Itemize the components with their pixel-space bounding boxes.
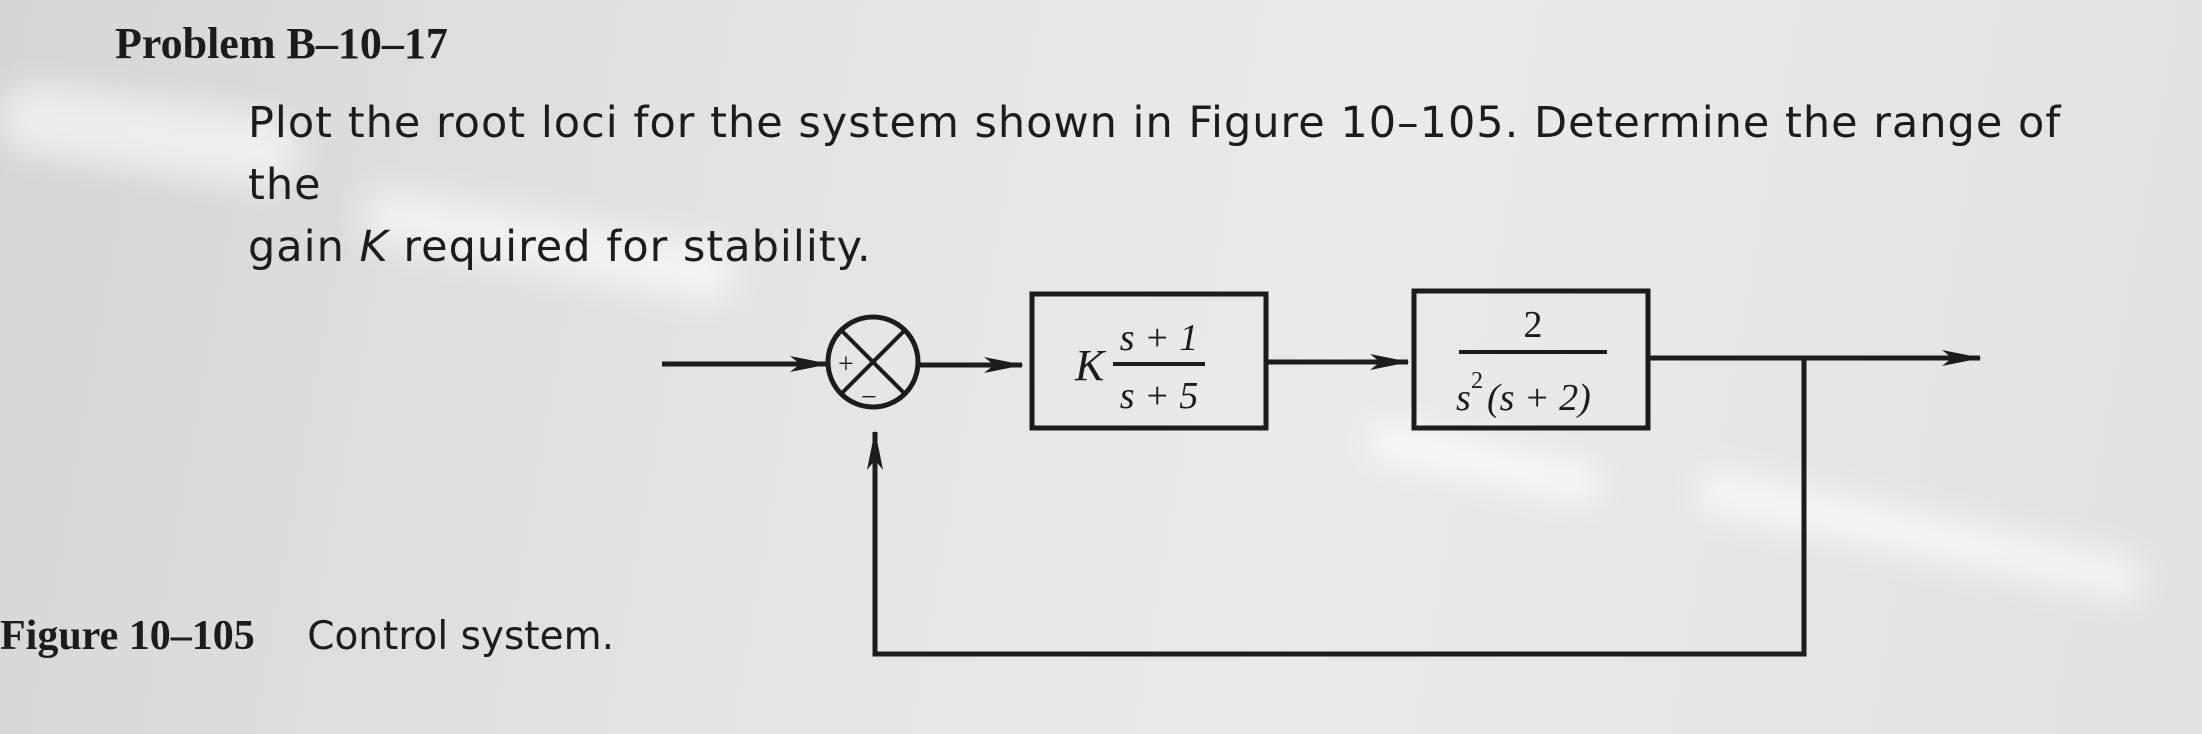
plant-denominator-exponent: 2: [1471, 368, 1483, 394]
problem-statement: Plot the root loci for the system shown …: [248, 92, 2098, 278]
figure-label: Figure 10–105: [0, 613, 255, 659]
figure-caption: Figure 10–105 Control system.: [0, 612, 614, 660]
statement-line-2-pre: gain: [248, 222, 360, 272]
summing-plus-sign: +: [838, 349, 854, 380]
controller-block: [1029, 291, 1269, 431]
problem-title: Problem B–10–17: [115, 19, 448, 68]
controller-numerator: s + 1: [1120, 317, 1198, 359]
plant-denominator-base: s: [1456, 377, 1471, 419]
controller-gain: K: [1074, 341, 1107, 390]
statement-line-2-post: required for stability.: [388, 222, 872, 272]
statement-line-1: Plot the root loci for the system shown …: [248, 98, 2062, 210]
controller-denominator: s + 5: [1120, 375, 1198, 417]
plant-numerator: 2: [1524, 304, 1543, 346]
plant-denominator-rest: (s + 2): [1487, 377, 1591, 419]
summing-minus-sign: −: [861, 382, 877, 413]
feedback-path: [867, 358, 1807, 657]
gain-variable: K: [359, 222, 389, 272]
summing-junction: [825, 314, 921, 410]
figure-caption-text: Control system.: [307, 614, 614, 659]
